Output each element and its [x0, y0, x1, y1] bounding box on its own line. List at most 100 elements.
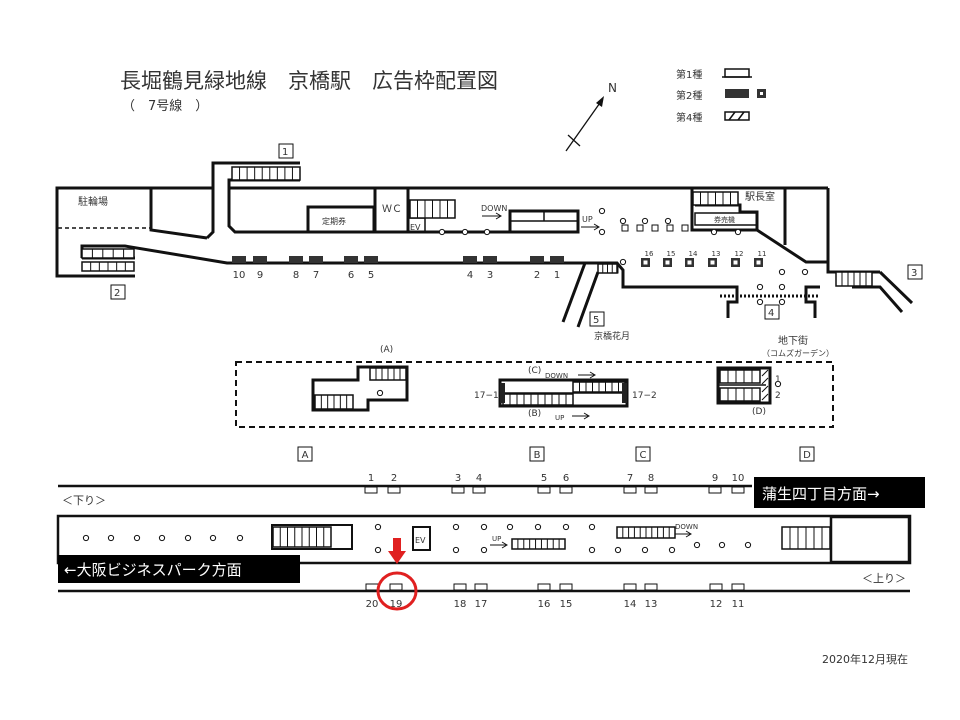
- svg-text:蒲生四丁目方面→: 蒲生四丁目方面→: [762, 485, 880, 503]
- ad-label-7: 7: [627, 473, 633, 484]
- stairs-icon: [511, 538, 566, 550]
- pillar-circle: [588, 546, 596, 554]
- pillar-circle: [438, 228, 446, 236]
- underground-mall-label: 地下街: [778, 334, 808, 347]
- ad-label-2: 2: [391, 473, 397, 484]
- ad-label-1: 1: [554, 270, 560, 281]
- ad-space-8: [644, 486, 658, 494]
- pillar-circle: [614, 546, 622, 554]
- ad-space-7: [623, 486, 637, 494]
- arrow-right-icon: [572, 412, 590, 420]
- ad-space-6: [559, 486, 573, 494]
- up-track-label: ＜上り＞: [862, 572, 906, 585]
- ad-space-5: [364, 256, 378, 263]
- elevator: [412, 526, 431, 551]
- ad-label-6: 6: [348, 270, 354, 281]
- inset-down-label: DOWN: [545, 372, 568, 380]
- platform-up-label: UP: [492, 535, 501, 543]
- pillar-circle: [82, 534, 90, 542]
- page-title: 長堀鶴見緑地線 京橋駅 広告枠配置図: [120, 69, 498, 93]
- as-of-date: 2020年12月現在: [822, 652, 908, 666]
- arrow-right-icon: [490, 541, 508, 549]
- small-ad-square: [681, 224, 689, 232]
- north-label: N: [608, 81, 617, 95]
- ad-label-16: 16: [538, 599, 551, 610]
- pillar-circle: [534, 523, 542, 531]
- ad-space-4: [463, 256, 477, 263]
- svg-text:2: 2: [114, 288, 120, 299]
- legend-type1-swatch: [724, 68, 750, 78]
- east-direction-sign: 蒲生四丁目方面→: [754, 477, 925, 508]
- ad-space-13: [644, 583, 658, 591]
- pillar-circle: [801, 268, 809, 276]
- ad-label-7: 7: [313, 270, 319, 281]
- platform-down-label: DOWN: [675, 523, 698, 531]
- pillar-circle: [756, 283, 764, 291]
- pillar-circle: [641, 546, 649, 554]
- pillar-circle: [710, 228, 718, 236]
- west-direction-sign: ←大阪ビジネスパーク方面: [58, 555, 300, 583]
- inset-a-label: (A): [380, 345, 393, 355]
- ad-space-2: [387, 486, 401, 494]
- pillar-circle: [506, 523, 514, 531]
- ad-label-15: 15: [560, 599, 573, 610]
- ad-label-4: 4: [476, 473, 482, 484]
- down-label: DOWN: [481, 204, 507, 213]
- pillar-circle: [778, 268, 786, 276]
- pillar-circle: [588, 523, 596, 531]
- ad-label-9: 9: [712, 473, 718, 484]
- ad-label-14: 14: [624, 599, 637, 610]
- ad-label-18: 18: [454, 599, 467, 610]
- ad-label-4: 4: [467, 270, 473, 281]
- svg-text:←大阪ビジネスパーク方面: ←大阪ビジネスパーク方面: [64, 561, 242, 579]
- arrow-right-icon: [581, 223, 600, 231]
- ad-label-16: 16: [645, 250, 654, 258]
- pillar-circle: [598, 207, 606, 215]
- section-marker-A: [297, 446, 313, 462]
- section-label-C: C: [640, 450, 647, 461]
- ad-space-12: [709, 583, 723, 591]
- ad-space-1: [550, 256, 564, 263]
- arrow-right-icon: [482, 212, 502, 220]
- pillar-circle: [718, 541, 726, 549]
- pillar-circle: [184, 534, 192, 542]
- ad-space-7: [309, 256, 323, 263]
- pillar-circle: [483, 228, 491, 236]
- station-office-label: 駅長室: [745, 190, 775, 203]
- legend-type4-label: 第4種: [676, 111, 702, 124]
- svg-text:3: 3: [911, 268, 917, 279]
- pillar-circle: [158, 534, 166, 542]
- ad-space-20: [365, 583, 379, 591]
- bike-parking-label: 駐輪場: [78, 195, 108, 208]
- platform-end-room: [829, 515, 911, 564]
- ad-label-10: 10: [732, 473, 745, 484]
- ad-space-9: [253, 256, 267, 263]
- ad-label-13: 13: [712, 250, 721, 258]
- exit-5: 5: [589, 311, 605, 327]
- pillar-circle: [774, 380, 782, 388]
- section-label-B: B: [534, 450, 541, 461]
- ad-space-10: [232, 256, 246, 263]
- pillar-circle: [619, 258, 627, 266]
- ad-label-5: 5: [368, 270, 374, 281]
- small-ad-square: [651, 224, 659, 232]
- pillar-circle: [778, 283, 786, 291]
- ad-space-4: [472, 486, 486, 494]
- pillar-circle: [374, 523, 382, 531]
- ad-label-9: 9: [257, 270, 263, 281]
- pillar-circle: [376, 389, 384, 397]
- ad-label-14: 14: [689, 250, 698, 258]
- ad-label-12: 12: [710, 599, 723, 610]
- pillar-circle: [461, 228, 469, 236]
- exit-3: 3: [907, 264, 923, 280]
- ad-label-10: 10: [233, 270, 246, 281]
- svg-text:4: 4: [768, 308, 774, 319]
- ad-space-5: [537, 486, 551, 494]
- ad-label-2: 2: [534, 270, 540, 281]
- inset-ad-17-1: 17−1: [474, 391, 499, 401]
- svg-text:5: 5: [593, 315, 599, 326]
- section-marker-D: [799, 446, 815, 462]
